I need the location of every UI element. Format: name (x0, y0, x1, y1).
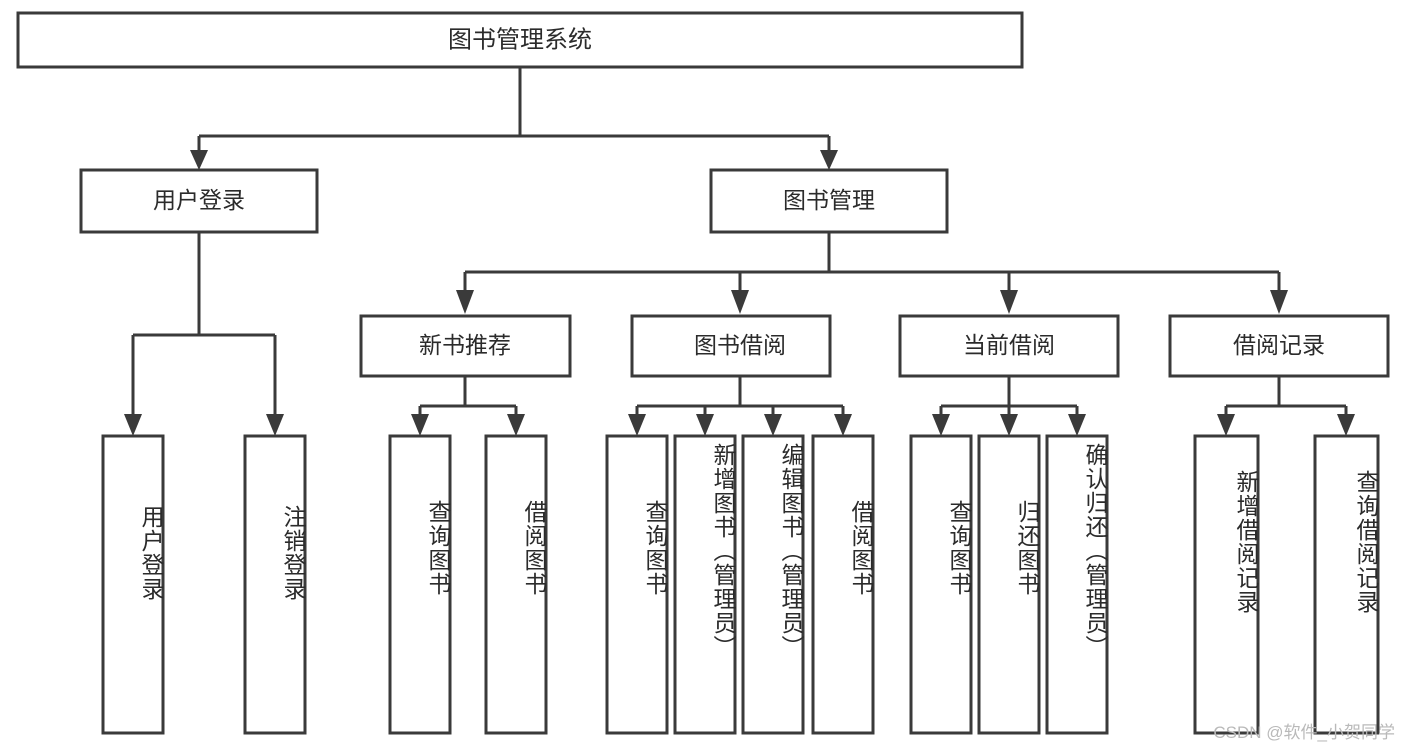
node-book-borrow[interactable]: 图书借阅 (630, 314, 832, 378)
node-user-login-label: 用户登录 (153, 187, 245, 213)
leaf-boxes (101, 434, 1380, 735)
arrow-head-leaf-logout (266, 414, 284, 436)
node-root-label: 图书管理系统 (448, 26, 592, 53)
arrow-head-leaf-confirm-return (1068, 414, 1086, 436)
connector-group-borrowrecord (1217, 376, 1355, 436)
arrow-head-leaf-query-book-1 (411, 414, 429, 436)
node-new-book-recommend-box[interactable] (359, 314, 572, 378)
node-book-management[interactable]: 图书管理 (709, 168, 949, 234)
arrow-head-leaf-query-book-2 (628, 414, 646, 436)
arrow-head-borrow-record (1270, 290, 1288, 314)
leaf-box-borrow-book-1[interactable] (484, 434, 548, 735)
leaf-box-confirm-return[interactable] (1045, 434, 1109, 735)
arrow-head-current-borrow (1000, 290, 1018, 314)
arrow-head-leaf-return-book (1000, 414, 1018, 436)
leaf-box-add-record[interactable] (1193, 434, 1260, 735)
node-root-box[interactable] (16, 11, 1024, 69)
arrow-head-leaf-add-book (696, 414, 714, 436)
node-new-book-recommend-label: 新书推荐 (419, 332, 511, 358)
node-user-login-box[interactable] (79, 168, 319, 234)
leaf-box-return-book[interactable] (977, 434, 1041, 735)
leaf-box-edit-book[interactable] (741, 434, 805, 735)
node-borrow-record-label: 借阅记录 (1233, 332, 1325, 358)
node-new-book-recommend[interactable]: 新书推荐 (359, 314, 572, 378)
arrow-head-leaf-user-login (124, 414, 142, 436)
arrow-head-userlogin (190, 150, 208, 170)
leaf-box-borrow-book-2[interactable] (811, 434, 875, 735)
leaf-box-query-book-2[interactable] (605, 434, 669, 735)
leaf-box-add-book[interactable] (673, 434, 737, 735)
arrow-head-leaf-query-record (1337, 414, 1355, 436)
leaf-box-query-record[interactable] (1313, 434, 1380, 735)
arrow-head-leaf-add-record (1217, 414, 1235, 436)
node-book-management-label: 图书管理 (783, 187, 875, 213)
node-current-borrow[interactable]: 当前借阅 (898, 314, 1120, 378)
leaf-box-logout[interactable] (243, 434, 307, 735)
connector-group-bookmgmt (456, 232, 1288, 314)
connector-group-userlogin (124, 232, 284, 436)
arrow-head-leaf-query-book-3 (932, 414, 950, 436)
node-user-login[interactable]: 用户登录 (79, 168, 319, 234)
node-root[interactable]: 图书管理系统 (16, 11, 1024, 69)
connector-group-root (190, 67, 838, 170)
node-current-borrow-label: 当前借阅 (963, 332, 1055, 358)
node-book-borrow-label: 图书借阅 (694, 332, 786, 358)
arrow-head-new-book (456, 290, 474, 314)
node-borrow-record-box[interactable] (1168, 314, 1390, 378)
leaf-box-user-login[interactable] (101, 434, 165, 735)
connector-group-newbook (411, 376, 525, 436)
leaf-box-query-book-1[interactable] (388, 434, 452, 735)
arrow-head-book-borrow (731, 290, 749, 314)
connector-group-bookborrow (628, 376, 852, 436)
connector-group-currentborrow (932, 376, 1086, 436)
watermark-text: CSDN @软件_小贺同学 (1213, 723, 1395, 742)
arrow-head-leaf-edit-book (764, 414, 782, 436)
arrow-head-bookmgmt (820, 150, 838, 170)
node-book-borrow-box[interactable] (630, 314, 832, 378)
arrow-head-leaf-borrow-book-1 (507, 414, 525, 436)
node-current-borrow-box[interactable] (898, 314, 1120, 378)
node-book-management-box[interactable] (709, 168, 949, 234)
leaf-box-query-book-3[interactable] (909, 434, 973, 735)
arrow-head-leaf-borrow-book-2 (834, 414, 852, 436)
node-borrow-record[interactable]: 借阅记录 (1168, 314, 1390, 378)
